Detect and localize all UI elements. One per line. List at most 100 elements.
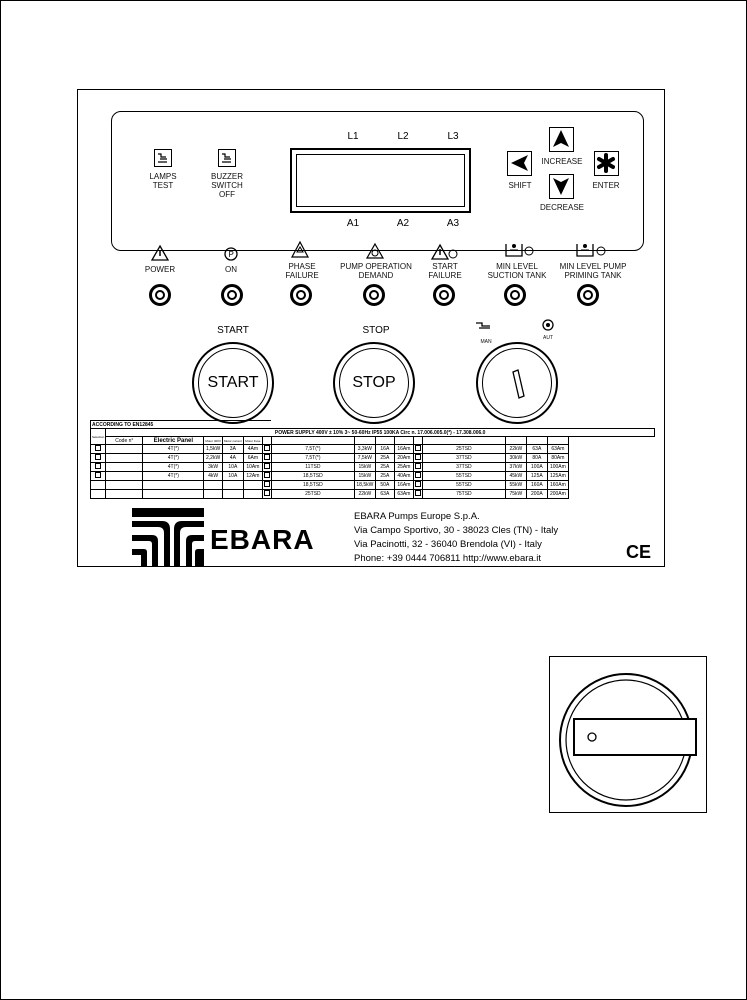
warning-triangle-icon <box>150 244 170 261</box>
table-cell: 125Am <box>546 471 569 481</box>
table-cell: 18,5TSD <box>270 480 355 490</box>
company-address: EBARA Pumps Europe S.p.A. Via Campo Spor… <box>354 510 558 566</box>
table-cell: 18,5kW <box>353 480 376 490</box>
current-label-a2: A2 <box>396 218 410 229</box>
table-cell: 3A <box>221 444 244 454</box>
table-cell: 4T(*) <box>142 453 205 463</box>
table-cell <box>242 489 263 499</box>
selection-checkbox[interactable] <box>89 444 107 454</box>
table-cell: 7,5T(*) <box>270 444 355 454</box>
enter-button[interactable] <box>594 151 619 176</box>
selection-checkbox[interactable] <box>412 480 423 490</box>
table-cell: 55TSD <box>421 480 506 490</box>
table-cell: 22kW <box>353 489 376 499</box>
increase-button[interactable] <box>549 127 574 152</box>
table-cell: 16Am <box>393 444 414 454</box>
table-cell: 160A <box>525 480 548 490</box>
lamp-suction-tank <box>504 284 526 306</box>
manual-mode-icon <box>476 322 490 329</box>
rotary-main-switch[interactable] <box>550 657 706 812</box>
table-cell: 7,5kW <box>353 453 376 463</box>
enter-label: ENTER <box>592 181 620 190</box>
table-cell: 25TSD <box>270 489 355 499</box>
buzzer-off-button[interactable] <box>218 149 236 167</box>
table-cell: 55kW <box>504 480 527 490</box>
indicator-label-power: POWER <box>144 265 176 274</box>
lamps-test-button[interactable] <box>154 149 172 167</box>
table-cell: 15kW <box>353 462 376 472</box>
indicator-label-on: ON <box>225 265 237 274</box>
header-motor-400v: Motor 400V <box>203 436 223 445</box>
table-cell: 37TSD <box>421 462 506 472</box>
table-cell <box>142 480 205 490</box>
decrease-button[interactable] <box>549 174 574 199</box>
selection-checkbox[interactable] <box>261 471 272 481</box>
current-label-a1: A1 <box>346 218 360 229</box>
selection-checkbox[interactable] <box>412 453 423 463</box>
selection-checkbox[interactable] <box>412 462 423 472</box>
table-cell: 12Am <box>242 471 263 481</box>
table-cell <box>105 444 144 454</box>
lamp-power <box>149 284 171 306</box>
selection-checkbox[interactable] <box>412 471 423 481</box>
increase-label: INCREASE <box>541 157 583 166</box>
table-cell: 160Am <box>546 480 569 490</box>
selection-checkbox[interactable] <box>412 489 423 499</box>
arrow-left-icon <box>511 155 528 171</box>
table-cell: 125A <box>525 471 548 481</box>
table-cell: 55TSD <box>421 471 506 481</box>
power-supply-header: POWER SUPPLY 400V ± 10% 3~ 50-60Hz IP55 … <box>105 428 655 437</box>
selection-checkbox[interactable] <box>261 453 272 463</box>
suction-tank-level-icon <box>505 244 534 257</box>
table-cell: 45kW <box>504 471 527 481</box>
table-cell: 200Am <box>546 489 569 499</box>
table-cell: 11TSD <box>270 462 355 472</box>
power-on-icon: P <box>224 247 238 261</box>
selection-checkbox[interactable] <box>261 462 272 472</box>
table-cell: 80Am <box>546 453 569 463</box>
table-cell <box>105 480 144 490</box>
table-cell: 4T(*) <box>142 444 205 454</box>
start-button[interactable]: START <box>192 342 274 424</box>
lamp-phase-failure <box>290 284 312 306</box>
selection-checkbox[interactable] <box>261 444 272 454</box>
selection-checkbox[interactable] <box>412 444 423 454</box>
stop-button[interactable]: STOP <box>333 342 415 424</box>
table-cell: 4Am <box>242 444 263 454</box>
table-cell: 25A <box>374 453 395 463</box>
phase-failure-icon <box>291 240 309 258</box>
main-switch-panel <box>549 656 707 813</box>
table-cell: 200A <box>525 489 548 499</box>
lamp-on <box>221 284 243 306</box>
selection-checkbox[interactable] <box>89 471 107 481</box>
ebara-logo-mark <box>132 508 204 566</box>
hand-press-icon <box>158 153 167 163</box>
shift-button[interactable] <box>507 151 532 176</box>
priming-tank-level-icon <box>576 244 606 257</box>
mode-selector-knob[interactable] <box>476 342 558 424</box>
table-cell: 75kW <box>504 489 527 499</box>
selection-checkbox[interactable] <box>261 489 272 499</box>
table-cell: 25A <box>374 471 395 481</box>
phase-label-l1: L1 <box>347 131 359 142</box>
table-cell: 4A <box>221 453 244 463</box>
selection-checkbox[interactable] <box>89 462 107 472</box>
selection-checkbox[interactable] <box>89 453 107 463</box>
lamp-start-failure <box>433 284 455 306</box>
lamp-priming-tank <box>577 284 599 306</box>
table-cell: 16A <box>374 444 395 454</box>
header-motor-current: Motor current <box>221 436 244 445</box>
selection-checkbox[interactable] <box>261 480 272 490</box>
table-cell <box>89 489 107 499</box>
table-cell <box>105 462 144 472</box>
table-cell: 6Am <box>242 453 263 463</box>
auto-mode-icon <box>542 319 554 331</box>
